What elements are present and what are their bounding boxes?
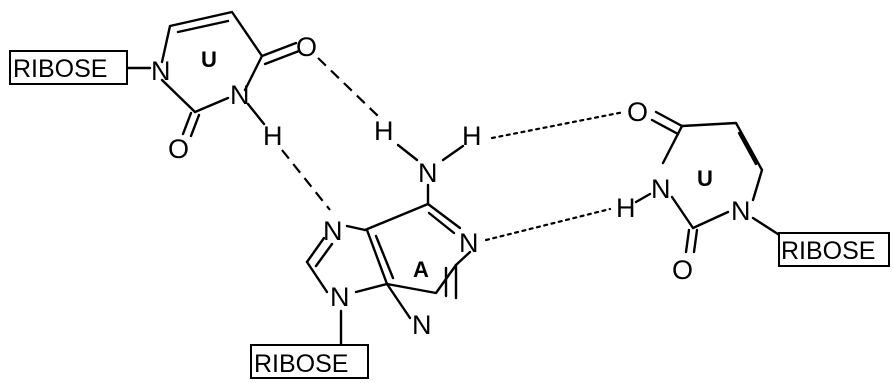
uracil-left: N N O O H U RIBOSE bbox=[9, 10, 317, 164]
adenine-bond-n6-h6b bbox=[441, 144, 465, 162]
hbond-adenine-h6-to-right-o4 bbox=[490, 110, 626, 140]
hbond-left-o4-to-adenine-h6 bbox=[317, 57, 379, 117]
adenine-ribose-box bbox=[250, 344, 369, 379]
hydrogen-bonds bbox=[281, 57, 626, 242]
adenine-bond-n1-c2 bbox=[454, 250, 472, 267]
uracil-left-atom-h3: H bbox=[263, 121, 283, 151]
uracil-left-bond-n1-c2 bbox=[160, 78, 197, 114]
uracil-right-bond-n1-ribose bbox=[751, 216, 783, 238]
uracil-left-atom-o2: O bbox=[168, 134, 189, 164]
adenine-ring-label: A bbox=[413, 257, 429, 282]
uracil-right-atom-o2: O bbox=[672, 255, 693, 285]
uracil-right-bond-c4-o4 bbox=[654, 110, 684, 128]
adenine-bond-n3-c4 bbox=[385, 282, 412, 320]
hbond-left-h3-to-adenine-n7 bbox=[281, 149, 331, 211]
uracil-right-atom-n3: N bbox=[651, 174, 671, 204]
uracil-right-ring-label: U bbox=[697, 166, 713, 191]
adenine-double-bond-c6n1 bbox=[427, 211, 456, 235]
uracil-right-bond-n3-h3 bbox=[634, 192, 652, 204]
uracil-left-double-bond-c5c6 bbox=[176, 19, 230, 34]
adenine-atom-h6a: H bbox=[374, 116, 394, 146]
uracil-right-atom-o4: O bbox=[627, 97, 648, 127]
uracil-left-ring-bonds bbox=[160, 10, 264, 92]
adenine-atom-n7: N bbox=[323, 216, 343, 246]
adenine-atom-n3: N bbox=[412, 310, 432, 340]
uracil-right-bond-c2-o2 bbox=[684, 228, 691, 254]
adenine-bond-c6-n1 bbox=[426, 202, 462, 230]
adenine-atom-h6b: H bbox=[462, 121, 482, 151]
uracil-left-atom-n3: N bbox=[230, 80, 250, 110]
uracil-left-bond-c4-o4-second bbox=[263, 49, 301, 66]
adenine-bond-c8-n9 bbox=[305, 260, 329, 294]
adenine-atom-n6: N bbox=[418, 158, 438, 188]
hbond-adenine-n1-to-right-h3 bbox=[484, 207, 612, 242]
adenine-ring-bonds bbox=[365, 228, 458, 295]
uracil-right: N N O O H U RIBOSE bbox=[616, 97, 890, 285]
adenine-double-bond-n7c8 bbox=[314, 242, 334, 268]
adenine-bond-n9-c4 bbox=[354, 282, 389, 294]
uracil-left-ribose-label: RIBOSE bbox=[13, 55, 107, 83]
uracil-left-bond-c4-o4 bbox=[260, 41, 298, 58]
uracil-right-double-bond-c5c6 bbox=[737, 131, 758, 166]
adenine-bond-n7-c8 bbox=[305, 236, 326, 264]
uracil-left-bond-c2-n3 bbox=[193, 96, 230, 114]
uracil-right-ring-bonds bbox=[661, 121, 764, 202]
adenine: N N N N N H H A RIBOSE bbox=[250, 116, 482, 379]
uracil-left-atom-o4: O bbox=[296, 32, 317, 62]
uracil-right-atom-h3: H bbox=[616, 193, 636, 223]
adenine-bond-c5-c6 bbox=[363, 202, 430, 232]
uracil-right-atom-n1: N bbox=[731, 196, 751, 226]
uracil-left-atom-n1: N bbox=[151, 56, 171, 86]
uracil-left-ring-label: U bbox=[201, 47, 217, 72]
adenine-atom-n9: N bbox=[330, 282, 350, 312]
uracil-right-ribose-label: RIBOSE bbox=[781, 237, 875, 265]
uracil-left-bond-n3-h3 bbox=[246, 102, 266, 126]
uracil-left-bond-c2-o2-second bbox=[189, 113, 201, 138]
uracil-right-bond-c2-o2-second bbox=[692, 228, 699, 254]
adenine-bond-c5-n7 bbox=[345, 224, 367, 232]
uracil-right-bond-n3-c2 bbox=[670, 195, 695, 230]
adenine-ribose-label: RIBOSE bbox=[254, 350, 348, 378]
uracil-right-ribose-box bbox=[778, 232, 890, 267]
uracil-left-bond-c2-o2 bbox=[181, 111, 193, 136]
uracil-right-bond-c2-n1 bbox=[691, 210, 730, 230]
uracil-right-bond-c4-o4-second bbox=[650, 118, 680, 136]
adenine-double-bond-c4c5 bbox=[374, 234, 395, 280]
adenine-bond-n6-h6a bbox=[396, 143, 419, 162]
uracil-left-ribose-box bbox=[9, 50, 128, 85]
adenine-atom-n1: N bbox=[459, 228, 479, 258]
